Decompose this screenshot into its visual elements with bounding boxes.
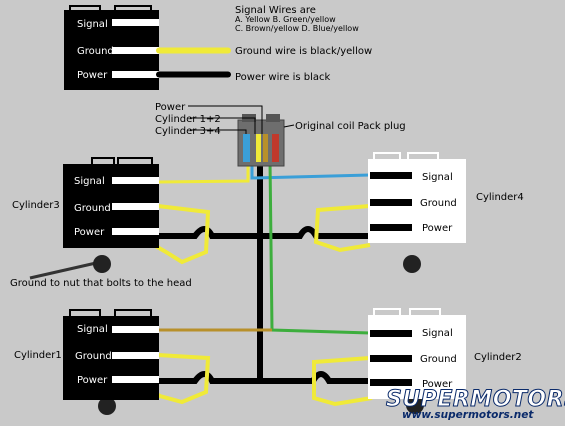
power-wire-top <box>158 226 370 239</box>
cyl2-power-label: Power <box>422 379 453 390</box>
cyl3-signal-label: Signal <box>74 176 105 187</box>
cyl4-tab-right <box>407 152 439 162</box>
ground-note: Ground to nut that bolts to the head <box>10 278 192 289</box>
ground-nut-cyl1 <box>98 397 116 415</box>
ground-nut-cyl2 <box>406 396 424 414</box>
plug-label-cyl34: Cylinder 3+4 <box>155 126 221 137</box>
plug-label-cyl12: Cylinder 1+2 <box>155 114 221 125</box>
plug-tab-right <box>266 114 280 122</box>
cyl2-tab-left <box>373 308 401 318</box>
watermark-url: www.supermotors.net <box>402 409 534 421</box>
coil-pack-plug: Power Cylinder 1+2 Cylinder 3+4 Original… <box>155 102 406 167</box>
cyl4-signal-pin <box>370 172 412 179</box>
plug-leader-cyl12 <box>190 117 256 134</box>
coil-cylinder1: Signal Ground Power Cylinder1 <box>14 309 159 400</box>
cyl3-power-pin <box>112 228 159 235</box>
legend-connector-tab-right <box>114 5 152 14</box>
watermark: SUPERMOTORS www.supermotors.net <box>386 387 565 422</box>
cyl1-power-label: Power <box>77 375 108 386</box>
cyl1-power-pin <box>112 376 159 383</box>
cyl1-signal-label: Signal <box>77 324 108 335</box>
cyl4-power-label: Power <box>422 223 453 234</box>
cyl3-tab-left <box>91 157 115 167</box>
power-wire-bottom <box>158 371 370 384</box>
cyl3-name: Cylinder3 <box>12 200 60 211</box>
plug-title: Original coil Pack plug <box>295 121 406 132</box>
ground-wire-cyl3 <box>151 204 211 265</box>
cyl4-signal-label: Signal <box>422 172 453 183</box>
legend-ground-desc: Ground wire is black/yellow <box>235 46 372 57</box>
wires <box>29 159 373 407</box>
cyl1-ground-label: Ground <box>75 351 112 362</box>
cyl1-tab-right <box>114 309 152 319</box>
cyl1-name: Cylinder1 <box>14 350 62 361</box>
cyl4-tab-left <box>373 152 401 162</box>
legend-ground-pin <box>112 47 159 54</box>
cyl2-name: Cylinder2 <box>474 352 522 363</box>
cyl3-ground-label: Ground <box>74 203 111 214</box>
plug-pin-red <box>272 134 279 162</box>
cyl1-ground-pin <box>112 352 159 359</box>
cyl2-ground-pin <box>370 355 412 362</box>
cyl4-ground-pin <box>370 199 412 206</box>
watermark-brand: SUPERMOTORS <box>386 387 565 412</box>
legend-signal-title: Signal Wires are <box>235 5 316 16</box>
cyl2-power-pin <box>370 379 412 386</box>
plug-leader-title <box>283 124 295 128</box>
signal-wire-yellow <box>157 160 250 184</box>
cyl1-signal-pin <box>112 326 159 333</box>
cyl2-signal-pin <box>370 330 412 337</box>
legend-power-pin <box>112 71 159 78</box>
legend-connector-tab-left <box>69 5 101 14</box>
legend: Signal Ground Power Signal Wires are A. … <box>64 5 372 90</box>
cyl3-power-label: Power <box>74 227 105 238</box>
legend-signal-line1: A. Yellow B. Green/yellow <box>235 15 336 24</box>
cyl2-ground-label: Ground <box>420 354 457 365</box>
legend-signal-label: Signal <box>77 19 108 30</box>
plug-pin-brown <box>263 134 268 162</box>
plug-pin-blue <box>243 134 250 162</box>
plug-label-power: Power <box>155 102 186 113</box>
plug-pin-yellow <box>256 134 261 162</box>
cyl2-signal-label: Signal <box>422 328 453 339</box>
cyl2-tab-right <box>409 308 441 318</box>
ground-nut-cyl3 <box>93 255 111 273</box>
cyl4-power-pin <box>370 224 412 231</box>
ground-note-pointer <box>29 261 97 280</box>
plug-leader-power <box>188 105 263 134</box>
legend-ground-label: Ground <box>77 46 114 57</box>
ground-wire-cyl2 <box>312 356 373 407</box>
cyl3-ground-pin <box>112 203 159 210</box>
cyl1-tab-left <box>69 309 101 319</box>
ground-wire-cyl4 <box>313 204 371 253</box>
coil-cylinder2: Signal Ground Power Cylinder2 <box>368 308 522 399</box>
ground-nut-cyl4 <box>403 255 421 273</box>
coil-cylinder3: Signal Ground Power Cylinder3 <box>12 157 159 248</box>
legend-power-desc: Power wire is black <box>235 72 331 83</box>
cyl3-tab-right <box>117 157 153 167</box>
legend-power-label: Power <box>77 70 108 81</box>
legend-signal-line2: C. Brown/yellow D. Blue/yellow <box>235 24 359 33</box>
plug-leader-cyl34 <box>190 129 247 134</box>
cyl3-signal-pin <box>112 177 159 184</box>
legend-signal-pin <box>112 19 159 26</box>
cyl4-name: Cylinder4 <box>476 192 524 203</box>
cyl4-ground-label: Ground <box>420 198 457 209</box>
coil-cylinder4: Signal Ground Power Cylinder4 <box>368 152 524 243</box>
